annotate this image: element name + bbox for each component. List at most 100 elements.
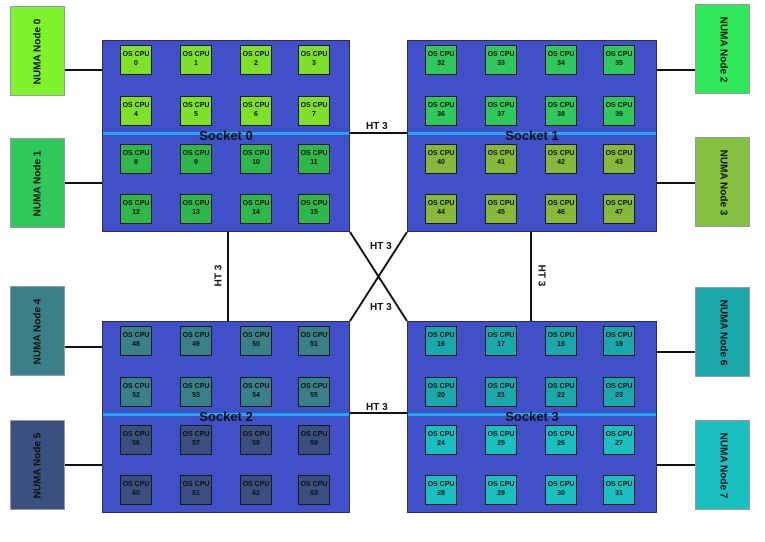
cpu-prefix: OS CPU	[427, 200, 455, 207]
cpu-prefix: OS CPU	[605, 332, 633, 339]
cpu-box: OS CPU 31	[603, 475, 635, 505]
cpu-number: 44	[437, 209, 445, 216]
cpu-prefix: OS CPU	[427, 481, 455, 488]
cpu-box: OS CPU 37	[485, 96, 517, 126]
cpu-prefix: OS CPU	[300, 102, 328, 109]
cpu-prefix: OS CPU	[300, 383, 328, 390]
ht-label-s2-s3: HT 3	[366, 402, 388, 413]
socket-divider	[103, 132, 349, 135]
cpu-prefix: OS CPU	[547, 200, 575, 207]
numa-node-6: NUMA Node 6	[695, 287, 750, 377]
cpu-number: 36	[437, 111, 445, 118]
cpu-number: 28	[437, 490, 445, 497]
socket-label: Socket 1	[505, 128, 559, 143]
numa-node-4: NUMA Node 4	[10, 286, 65, 376]
ht-link-s1-s2	[349, 231, 408, 322]
cpu-prefix: OS CPU	[487, 102, 515, 109]
cpu-prefix: OS CPU	[605, 481, 633, 488]
cpu-number: 16	[437, 341, 445, 348]
socket-divider	[103, 413, 349, 416]
numa-node-0: NUMA Node 0	[10, 6, 65, 96]
cpu-number: 33	[497, 60, 505, 67]
cpu-number: 12	[132, 209, 140, 216]
cpu-number: 23	[615, 392, 623, 399]
cpu-number: 7	[312, 111, 316, 118]
ht-label-s0-s2: HT 3	[213, 264, 225, 287]
cpu-prefix: OS CPU	[427, 51, 455, 58]
cpu-prefix: OS CPU	[605, 51, 633, 58]
cpu-prefix: OS CPU	[547, 102, 575, 109]
cpu-prefix: OS CPU	[300, 431, 328, 438]
cpu-prefix: OS CPU	[242, 481, 270, 488]
cpu-prefix: OS CPU	[300, 150, 328, 157]
cpu-prefix: OS CPU	[242, 51, 270, 58]
cpu-number: 40	[437, 159, 445, 166]
cpu-number: 52	[132, 392, 140, 399]
cpu-prefix: OS CPU	[242, 332, 270, 339]
cpu-prefix: OS CPU	[122, 481, 150, 488]
cpu-prefix: OS CPU	[122, 51, 150, 58]
cpu-number: 24	[437, 440, 445, 447]
cpu-prefix: OS CPU	[122, 383, 150, 390]
cpu-number: 14	[252, 209, 260, 216]
cpu-box: OS CPU 7	[298, 96, 330, 126]
cpu-prefix: OS CPU	[547, 481, 575, 488]
cpu-prefix: OS CPU	[242, 200, 270, 207]
numa-node-2: NUMA Node 2	[695, 4, 750, 94]
cpu-prefix: OS CPU	[300, 200, 328, 207]
cpu-prefix: OS CPU	[300, 332, 328, 339]
cpu-number: 22	[557, 392, 565, 399]
ht-label-s0-s1: HT 3	[366, 121, 388, 132]
cpu-prefix: OS CPU	[182, 332, 210, 339]
cpu-number: 43	[615, 159, 623, 166]
cpu-box: OS CPU 28	[425, 475, 457, 505]
cpu-number: 5	[194, 111, 198, 118]
cpu-number: 21	[497, 392, 505, 399]
cpu-number: 9	[194, 159, 198, 166]
cpu-number: 58	[252, 440, 260, 447]
cpu-number: 31	[615, 490, 623, 497]
cpu-number: 45	[497, 209, 505, 216]
cpu-prefix: OS CPU	[427, 102, 455, 109]
cpu-number: 48	[132, 341, 140, 348]
cpu-prefix: OS CPU	[547, 431, 575, 438]
cpu-prefix: OS CPU	[547, 150, 575, 157]
cpu-number: 37	[497, 111, 505, 118]
cpu-number: 57	[192, 440, 200, 447]
cpu-prefix: OS CPU	[487, 383, 515, 390]
socket-divider	[408, 132, 656, 135]
cpu-number: 29	[497, 490, 505, 497]
